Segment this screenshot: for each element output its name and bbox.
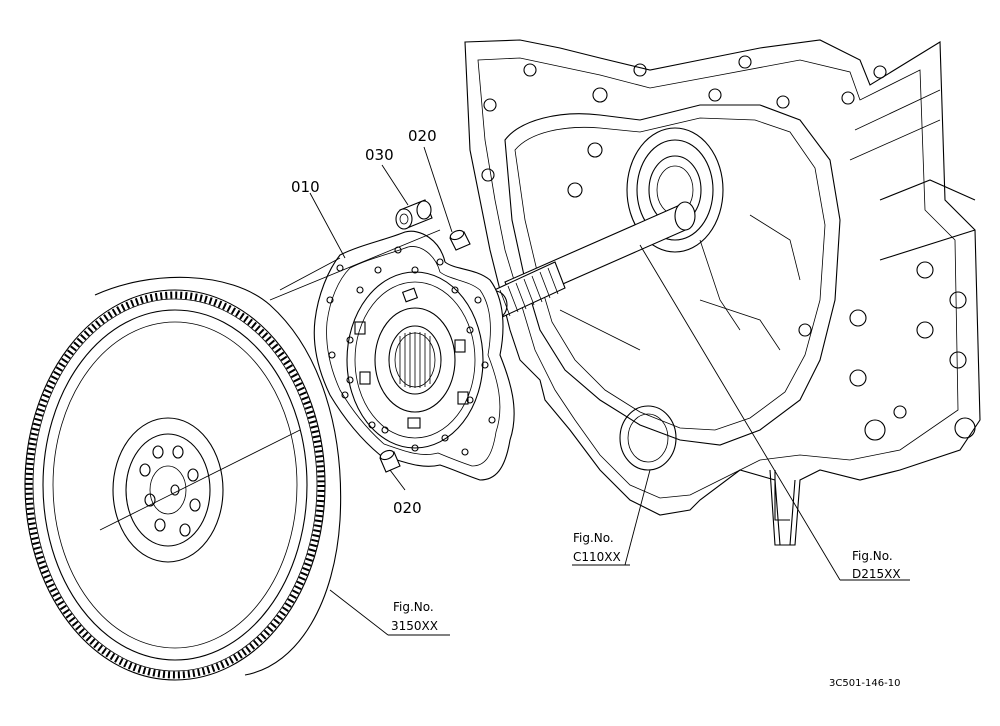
drawing-id: 3C501-146-10	[829, 678, 900, 689]
ref-flywheel-fig: Fig.No.	[393, 600, 434, 614]
leader-lines	[269, 146, 910, 636]
flange-bolt-holes	[481, 55, 976, 441]
ref-housing-code: C110XX	[573, 550, 621, 564]
input-shaft	[482, 201, 696, 320]
dowel-pin-bottom	[379, 449, 401, 473]
callout-030: 030	[365, 146, 394, 164]
ref-housing-fig: Fig.No.	[573, 531, 614, 545]
disc-rivets	[326, 246, 496, 456]
callout-020-top: 020	[408, 127, 437, 145]
callout-020-bottom: 020	[393, 499, 422, 517]
ref-shaft-code: D215XX	[852, 567, 901, 581]
clutch-disc	[313, 230, 515, 481]
dowel-pin-top	[449, 229, 471, 251]
ref-shaft-fig: Fig.No.	[852, 549, 893, 563]
transmission-housing	[464, 39, 981, 546]
ref-flywheel-code: 3150XX	[391, 619, 438, 633]
callout-010: 010	[291, 178, 320, 196]
flywheel	[24, 276, 342, 681]
flywheel-bolt-holes	[139, 445, 201, 537]
bolt	[395, 199, 433, 230]
